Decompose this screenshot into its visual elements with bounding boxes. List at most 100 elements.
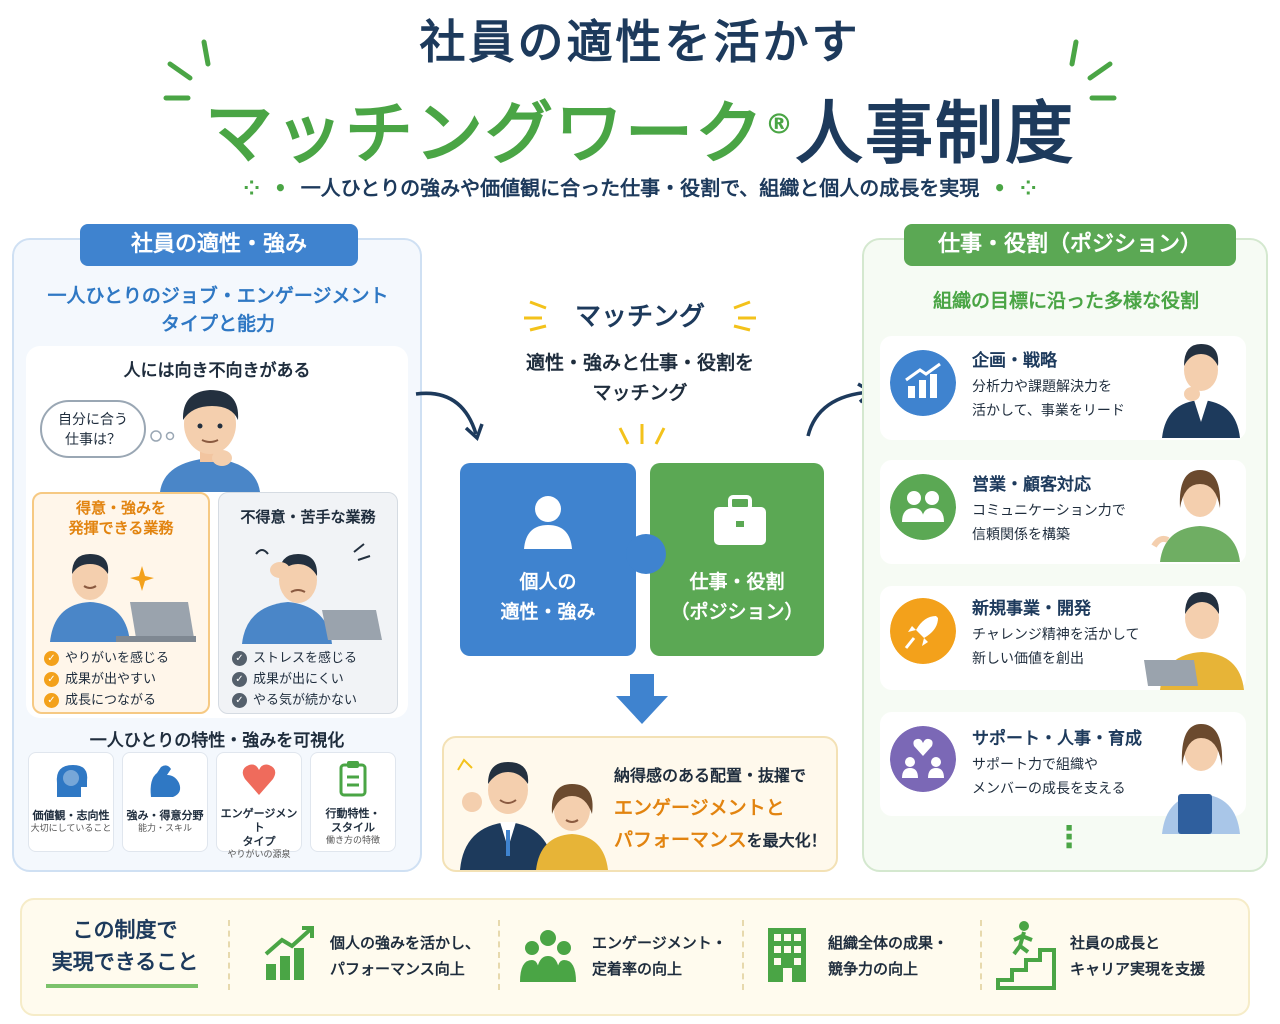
puzzle-right-line1: 仕事・役割 [689, 571, 785, 593]
briefcase-icon [714, 495, 766, 545]
bad-item: ✓ストレスを感じる [232, 648, 357, 669]
footer-title-line1: この制度で [72, 918, 178, 942]
man-suit-illustration [1162, 344, 1240, 438]
role-text-sales: 営業・顧客対応 コミュニケーション力で 信頼関係を構築 [972, 470, 1126, 547]
subtitle-text: 一人ひとりの強みや価値観に合った仕事・役割で、組織と個人の成長を実現 [300, 176, 980, 200]
trait-card-sub: やりがいの源泉 [227, 850, 291, 860]
footer-item-career: 社員の成長と キャリア実現を支援 [1070, 930, 1205, 982]
check-gray-icon: ✓ [232, 672, 247, 687]
role-title: サポート・人事・育成 [972, 729, 1142, 749]
footer-title-underline [46, 984, 198, 988]
trait-card-title: 価値観・志向性 [32, 809, 110, 822]
footer-item-line2: パフォーマンス向上 [330, 960, 465, 978]
result-line3-highlight: パフォーマンス [614, 829, 747, 851]
footer-item-line1: 組織全体の成果・ [828, 934, 949, 952]
matching-subtitle: 適性・強みと仕事・役割を マッチング [440, 348, 840, 408]
good-title-line1: 得意・強みを [75, 499, 166, 517]
good-item-label: 成長につながる [65, 693, 157, 708]
result-line1: 納得感のある配置・抜擢で [614, 766, 807, 785]
bad-item-label: 成果が出にくい [253, 672, 344, 687]
trait-card-title-line1: 行動特性・ [325, 807, 381, 820]
bad-item: ✓ 成果が出にくい [232, 669, 357, 690]
role-desc-line1: 分析力や課題解決力を [972, 379, 1112, 395]
bad-item: ✓やる気が続かない [232, 690, 357, 711]
puzzle-right-line2: （ポジション） [670, 601, 804, 623]
left-panel-heading: 一人ひとりのジョブ・エンゲージメント タイプと能力 [22, 282, 414, 338]
footer-title: この制度で 実現できること [40, 914, 210, 978]
role-title: 営業・顧客対応 [972, 475, 1091, 495]
right-panel-heading: 組織の目標に沿った多様な役割 [932, 290, 1199, 312]
puzzle-left-label: 個人の 適性・強み [460, 567, 636, 627]
puzzle-left-line1: 個人の [519, 571, 577, 593]
trait-card-title-line1: エンゲージメント [220, 807, 298, 834]
footer-item-line1: 個人の強みを活かし、 [330, 934, 481, 952]
footer-divider [980, 920, 982, 990]
bad-item-label: やる気が続かない [253, 693, 358, 708]
role-title: 企画・戦略 [972, 351, 1057, 371]
puzzle-sparkle-icon [618, 424, 666, 445]
footer-item-line2: 競争力の向上 [828, 960, 919, 978]
people-icon [890, 474, 956, 540]
good-item: ✓成果が出やすい [44, 669, 169, 690]
visualize-title: 一人ひとりの特性・強みを可視化 [89, 731, 345, 751]
left-panel-pill: 社員の適性・強み [80, 224, 358, 266]
weak-tasks-box [218, 492, 398, 714]
title-line1: 社員の適性を活かす [419, 15, 861, 69]
matching-sub-line1: 適性・強みと仕事・役割を [525, 352, 754, 374]
trait-card-title: エンゲージメントタイプ [217, 807, 301, 849]
role-desc-line2: メンバーの成長を支える [972, 781, 1126, 797]
good-title-line2: 発揮できる業務 [68, 519, 174, 537]
title-line2: マッチングワーク®人事制度 [0, 78, 1280, 177]
right-panel-pill: 仕事・役割（ポジション） [904, 224, 1236, 266]
result-line3-rest: を最大化！ [746, 831, 827, 850]
trait-card-engagement: エンゲージメントタイプ やりがいの源泉 [216, 752, 302, 860]
trait-card-sub: 能力・スキル [137, 824, 192, 834]
puzzle-right-label: 仕事・役割 （ポジション） [650, 567, 824, 627]
footer-item-line2: 定着率の向上 [592, 960, 683, 978]
puzzle-knob [626, 534, 666, 574]
puzzle-job-role: 仕事・役割 （ポジション） [650, 463, 824, 656]
cheering-people-illustration [457, 758, 608, 870]
rocket-icon [890, 598, 956, 664]
weak-tasks-title: 不得意・苦手な業務 [240, 508, 376, 526]
more-roles-indicator: ⋮ [1054, 820, 1084, 855]
footer-item-performance: 個人の強みを活かし、 パフォーマンス向上 [330, 930, 480, 982]
thinking-man-illustration [160, 390, 260, 492]
footer-item-line1: 社員の成長と [1070, 934, 1161, 952]
check-orange-icon: ✓ [44, 651, 59, 666]
trait-card-title: 行動特性・スタイル [311, 807, 395, 835]
puzzle-individual: 個人の 適性・強み [460, 463, 636, 656]
check-orange-icon: ✓ [44, 672, 59, 687]
trait-card-values: 価値観・志向性 大切にしていること [28, 752, 114, 852]
check-orange-icon: ✓ [44, 693, 59, 708]
role-text-planning: 企画・戦略 分析力や課題解決力を 活かして、事業をリード [972, 346, 1125, 423]
footer-divider [498, 920, 500, 990]
footer-divider [742, 920, 744, 990]
trait-card-sub: 働き方の特徴 [325, 836, 380, 846]
building-icon [768, 928, 806, 982]
down-arrow-icon [616, 674, 668, 724]
matching-sub-line2: マッチング [592, 382, 688, 404]
bad-checklist: ✓ストレスを感じる ✓成果が出にくい ✓やる気が続かない [232, 648, 357, 711]
trait-card-title: 強み・得意分野 [126, 809, 204, 822]
matching-sparkles-icon [524, 300, 756, 332]
arrow-left-to-center-icon [415, 391, 484, 442]
trait-card-sub: 大切にしていること [30, 824, 112, 834]
sparkle-left-icon [163, 39, 211, 101]
benefits-footer [20, 898, 1250, 1016]
result-line2: エンゲージメントと [614, 797, 785, 819]
checklist-icon [339, 761, 367, 797]
title-green-part: マッチングワーク [204, 95, 765, 174]
check-gray-icon: ✓ [232, 651, 247, 666]
left-heading-line1: 一人ひとりのジョブ・エンゲージメント [47, 285, 389, 307]
footer-item-line1: エンゲージメント・ [592, 934, 727, 952]
team-icon [520, 930, 576, 982]
happy-worker-illustration [50, 554, 196, 642]
trait-card-behavior: 行動特性・スタイル 働き方の特徴 [310, 752, 396, 852]
role-title: 新規事業・開発 [972, 599, 1091, 619]
footer-item-engagement: エンゲージメント・ 定着率の向上 [592, 930, 727, 982]
sparkle-right-icon [1069, 39, 1117, 101]
brain-icon [56, 765, 88, 797]
woman-clipboard-illustration [1162, 724, 1240, 834]
man-laptop-illustration [1144, 592, 1244, 690]
